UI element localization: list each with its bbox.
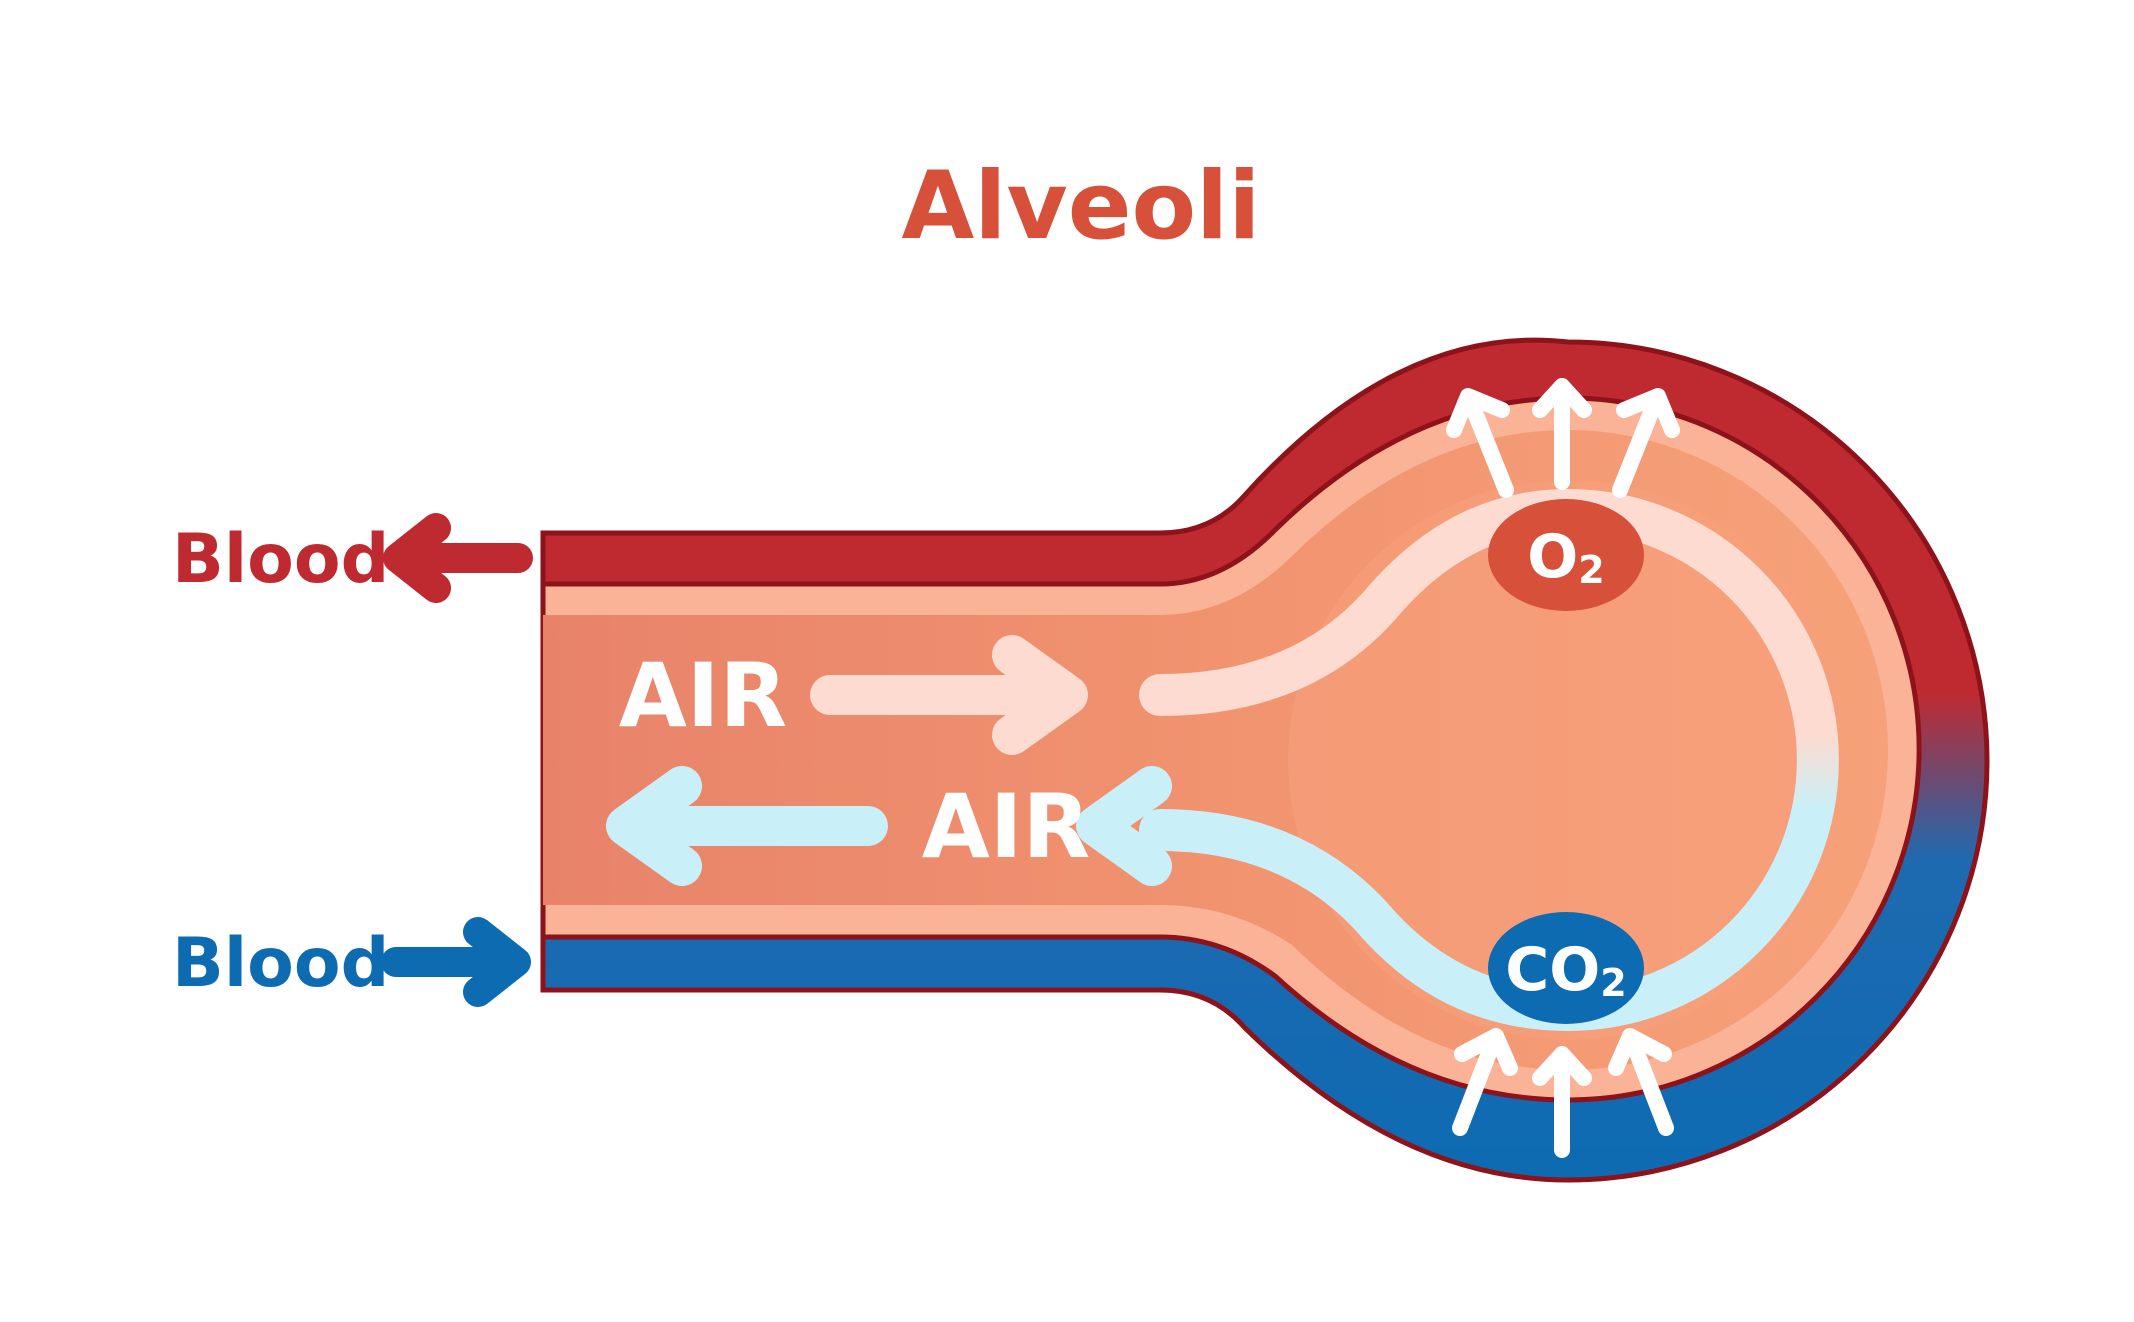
co2-arrow-left bbox=[1452, 1028, 1518, 1136]
oxygen-diffusion-arrows bbox=[1446, 378, 1680, 498]
co2-subscript: 2 bbox=[1600, 961, 1626, 1005]
co2-diffusion-arrows bbox=[1452, 1028, 1674, 1158]
blood-out-label: Blood bbox=[172, 520, 389, 599]
oxygen-arrow-right bbox=[1612, 388, 1680, 498]
air-out-arrow bbox=[606, 766, 1172, 886]
air-flow-loop bbox=[1139, 488, 1839, 1032]
air-in-label: AIR bbox=[619, 644, 788, 747]
oxygen-symbol: O bbox=[1527, 522, 1578, 592]
co2-arrow-center bbox=[1532, 1046, 1592, 1158]
co2-arrow-right bbox=[1608, 1028, 1674, 1136]
svg-text:O2: O2 bbox=[1527, 522, 1604, 592]
blood-in-arrow bbox=[381, 917, 531, 1007]
blood-out-arrow bbox=[383, 513, 533, 603]
air-out-label: AIR bbox=[922, 775, 1091, 878]
blood-in-label: Blood bbox=[172, 924, 389, 1003]
air-in-arrow bbox=[810, 635, 1088, 755]
oxygen-subscript: 2 bbox=[1578, 548, 1604, 592]
svg-text:CO2: CO2 bbox=[1505, 935, 1627, 1005]
alveolus-lumen bbox=[1288, 480, 1848, 1040]
oxygen-arrow-left bbox=[1446, 388, 1514, 498]
diagram-title: Alveoli bbox=[901, 152, 1260, 261]
co2-symbol: CO bbox=[1505, 935, 1600, 1005]
oxygen-arrow-center bbox=[1532, 378, 1592, 490]
oxygen-molecule: O2 bbox=[1488, 499, 1644, 611]
carbon-dioxide-molecule: CO2 bbox=[1488, 912, 1644, 1024]
